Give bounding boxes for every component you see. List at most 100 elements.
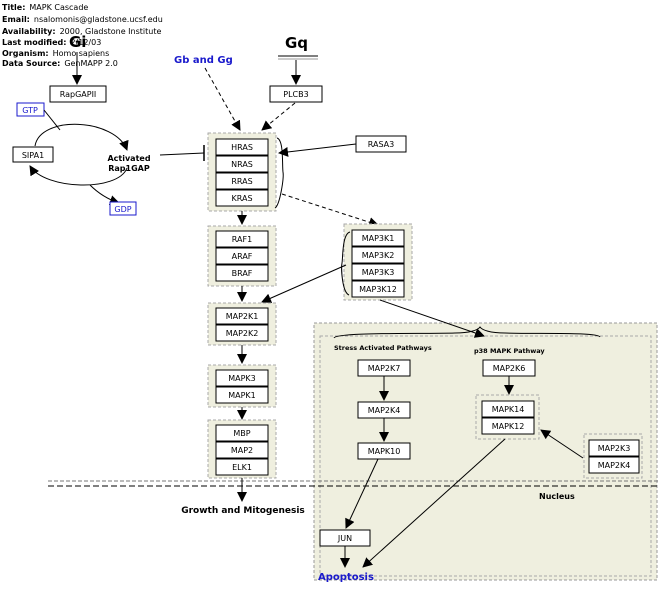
jun-label: JUN (337, 534, 352, 543)
raf-item-araf[interactable] (215, 247, 269, 265)
ras-item-kras[interactable] (215, 189, 269, 207)
mapk10-to-jun-edge (345, 458, 379, 529)
organism-value: Homo sapiens (53, 49, 110, 58)
availability-key: Availability: (2, 27, 56, 36)
map3k-item-map3k1-label: MAP3K1 (362, 234, 395, 243)
raf-item-raf1-label: RAF1 (232, 235, 252, 244)
raf-item-raf1[interactable] (215, 230, 269, 248)
stress-pathways-label: Stress Activated Pathways (334, 344, 432, 352)
svg-text:Email:nsalomonis@gladstone.ucs: Email: nsalomonis@gladstone.ucsf.edu (2, 15, 163, 24)
apoptosis-label: Apoptosis (318, 572, 374, 583)
map2k6-label: MAP2K6 (493, 364, 526, 373)
ras-item-nras[interactable] (215, 155, 269, 173)
map2k34-item-map2k3[interactable] (588, 439, 640, 457)
nucleus-label: Nucleus (539, 492, 575, 501)
target-item-map2[interactable] (215, 441, 269, 459)
activated-label: Activated (107, 154, 150, 163)
target-item-elk1[interactable] (215, 458, 269, 476)
map2k34-item-map2k3-label: MAP2K3 (598, 444, 631, 453)
mapk10-node[interactable] (357, 442, 411, 460)
data-source-value: GenMAPP 2.0 (64, 59, 117, 68)
ras-item-hras-label: HRAS (231, 143, 253, 152)
email-key: Email: (2, 15, 30, 24)
raf-item-braf-label: BRAF (232, 269, 253, 278)
target-item-mbp-label: MBP (233, 429, 250, 438)
title-value: MAPK Cascade (29, 3, 88, 12)
p38-item-mapk12-label: MAPK12 (492, 422, 525, 431)
target-item-elk1-label: ELK1 (232, 463, 252, 472)
map3k-item-map3k2-label: MAP3K2 (362, 251, 395, 260)
rap1gap-inhibits-ras-edge (159, 152, 205, 156)
cycle-bottom-arc (29, 165, 128, 186)
plcb3-to-ras-edge (261, 102, 296, 131)
ras-item-rras[interactable] (215, 172, 269, 190)
mapk10-label: MAPK10 (368, 447, 401, 456)
map2k-item-map2k2[interactable] (215, 324, 269, 342)
gq-label: Gq (285, 34, 308, 52)
ras-to-map3k-edge (281, 193, 379, 227)
svg-text:Data Source:GenMAPP 2.0: Data Source: GenMAPP 2.0 (2, 59, 118, 68)
metadata-block: Title: MAPK Cascade Email: nsalomonis@glad… (2, 3, 163, 68)
mapk-item-mapk1[interactable] (215, 386, 269, 404)
ras-item-hras[interactable] (215, 138, 269, 156)
title-key: Title: (2, 3, 25, 12)
gi-label: Gi (69, 33, 86, 51)
map2k-item-map2k1[interactable] (215, 307, 269, 325)
growth-label: Growth and Mitogenesis (181, 506, 305, 516)
target-item-map2-label: MAP2 (231, 446, 253, 455)
rapgapii-node[interactable] (49, 85, 107, 103)
gtp-node[interactable] (16, 102, 45, 117)
gb-gg-label: Gb and Gg (174, 55, 233, 66)
mapk-item-mapk3[interactable] (215, 369, 269, 387)
svg-text:Last modified:2/12/03: Last modified:2/12/03 (2, 38, 101, 47)
rasa3-to-ras-edge (278, 143, 357, 157)
map3k-item-map3k1[interactable] (351, 229, 405, 247)
gbgg-to-ras-edge (204, 67, 241, 131)
organism-key: Organism: (2, 49, 49, 58)
ras-item-nras-label: NRAS (231, 160, 253, 169)
map2k-item-map2k2-label: MAP2K2 (226, 329, 259, 338)
map3k-item-map3k12-label: MAP3K12 (359, 285, 397, 294)
ras-item-rras-label: RRAS (231, 177, 252, 186)
mapk-item-mapk1-label: MAPK1 (228, 391, 256, 400)
gtp-label: GTP (22, 106, 38, 115)
map2k7-label: MAP2K7 (368, 364, 401, 373)
gtp-link (43, 109, 61, 131)
map2k-item-map2k1-label: MAP2K1 (226, 312, 259, 321)
mapk-item-mapk3-label: MAPK3 (228, 374, 256, 383)
svg-text:Title:MAPK Cascade: Title: MAPK Cascade (2, 3, 88, 12)
cycle-top-arc (34, 123, 129, 151)
sipa1-label: SIPA1 (22, 151, 44, 160)
map3k-item-map3k3-label: MAP3K3 (362, 268, 395, 277)
nucleus-inner-border (319, 335, 652, 577)
gdp-link (89, 184, 120, 205)
map2k34-item-map2k4[interactable] (588, 456, 640, 474)
map2k34-item-map2k4-label: MAP2K4 (598, 461, 631, 470)
p38-item-mapk14[interactable] (481, 400, 535, 418)
p38-item-mapk12[interactable] (481, 417, 535, 435)
availability-value: 2000, Gladstone Institute (60, 27, 162, 36)
map2k34-to-p38-edge (540, 429, 584, 459)
plcb3-node[interactable] (269, 85, 323, 103)
p38-to-apoptosis-edge (362, 438, 506, 568)
raf-item-braf[interactable] (215, 264, 269, 282)
gdp-node[interactable] (109, 201, 137, 216)
data-source-key: Data Source: (2, 59, 60, 68)
email-value[interactable]: nsalomonis@gladstone.ucsf.edu (34, 15, 163, 24)
p38-pathway-label: p38 MAPK Pathway (474, 347, 545, 355)
sipa1-node[interactable] (12, 146, 54, 163)
map3k-item-map3k2[interactable] (351, 246, 405, 264)
raf-item-araf-label: ARAF (232, 252, 253, 261)
svg-text:Availability:2000, Gladstone I: Availability: 2000, Gladstone Institute (2, 27, 161, 36)
plcb3-label: PLCB3 (283, 90, 308, 99)
svg-text:Organism:Homo sapiens: Organism: Homo sapiens (2, 49, 109, 58)
gdp-label: GDP (114, 205, 131, 214)
map3k-item-map3k12[interactable] (351, 280, 405, 298)
target-item-mbp[interactable] (215, 424, 269, 442)
ras-brace (274, 137, 284, 209)
map3k-item-map3k3[interactable] (351, 263, 405, 281)
map2k4-label: MAP2K4 (368, 406, 401, 415)
map3k-to-p38-edge (379, 299, 485, 338)
ras-item-kras-label: KRAS (231, 194, 252, 203)
